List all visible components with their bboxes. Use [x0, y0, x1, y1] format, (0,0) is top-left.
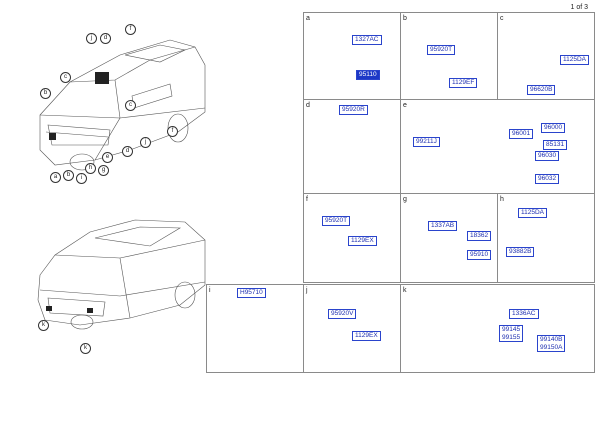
- part-tag-a-2-selected[interactable]: 95110: [356, 70, 380, 80]
- callout-front-c[interactable]: c: [60, 72, 71, 83]
- cell-c-label: c: [500, 15, 504, 22]
- callout-front-c2[interactable]: c: [125, 100, 136, 111]
- part-tag-b-1[interactable]: 95920T: [427, 45, 456, 55]
- callout-front-j[interactable]: j: [86, 33, 97, 44]
- cell-a: a 1327AC 95110: [303, 12, 401, 100]
- part-tag-b-2[interactable]: 1129EF: [449, 78, 478, 88]
- part-tag-e-1[interactable]: 99211J: [413, 137, 440, 147]
- page-indicator: 1 of 3: [570, 4, 588, 11]
- cell-a-label: a: [306, 15, 310, 22]
- callout-front-a[interactable]: a: [50, 172, 61, 183]
- part-tag-f-1[interactable]: 95920T: [322, 216, 351, 226]
- callout-front-b[interactable]: b: [40, 88, 51, 99]
- part-tag-k-3[interactable]: 99140B 99150A: [537, 335, 566, 352]
- part-tag-k-2[interactable]: 99145 99155: [499, 325, 524, 342]
- part-tag-k-1[interactable]: 1336AC: [509, 309, 539, 319]
- cell-f: f 95920T 1129EX: [303, 193, 401, 283]
- callout-front-e[interactable]: e: [102, 152, 113, 163]
- cell-e: e 99211J 96001 96000 85131 96030 96032: [400, 99, 595, 194]
- part-tag-e-5[interactable]: 96030: [535, 151, 560, 161]
- part-tag-e-6[interactable]: 96032: [535, 174, 560, 184]
- cell-e-label: e: [403, 102, 407, 109]
- cell-b-label: b: [403, 15, 407, 22]
- cell-i: i H95710: [206, 284, 304, 373]
- callout-front-d2[interactable]: d: [122, 146, 133, 157]
- part-tag-h-2[interactable]: 93882B: [506, 247, 535, 257]
- cell-d: d 95920R: [303, 99, 401, 194]
- cell-f-label: f: [306, 196, 308, 203]
- rear-car-illustration: [37, 219, 206, 330]
- part-tag-a-1[interactable]: 1327AC: [352, 35, 382, 45]
- cell-j: j 95920V 1129EX: [303, 284, 401, 373]
- part-tag-c-2[interactable]: 96620B: [527, 85, 556, 95]
- part-tag-f-2[interactable]: 1129EX: [348, 236, 377, 246]
- part-tag-j-1[interactable]: 95920V: [328, 309, 357, 319]
- part-tag-i-1[interactable]: H95710: [237, 288, 266, 298]
- callout-rear-k2[interactable]: k: [80, 343, 91, 354]
- cell-i-label: i: [209, 287, 211, 294]
- part-tag-e-2[interactable]: 96001: [509, 129, 534, 139]
- part-tag-d-1[interactable]: 95920R: [339, 105, 368, 115]
- callout-rear-k[interactable]: k: [38, 320, 49, 331]
- callout-front-j2[interactable]: j: [140, 137, 151, 148]
- part-tag-g-3[interactable]: 95910: [467, 250, 492, 260]
- callout-front-h[interactable]: h: [85, 163, 96, 174]
- part-tag-g-2[interactable]: 18362: [467, 231, 492, 241]
- callout-front-f[interactable]: f: [125, 24, 136, 35]
- part-tag-j-2[interactable]: 1129EX: [352, 331, 381, 341]
- cell-h: h 1125DA 93882B: [497, 193, 595, 283]
- part-tag-e-4[interactable]: 85131: [543, 140, 568, 150]
- cell-d-label: d: [306, 102, 310, 109]
- callout-front-g[interactable]: g: [98, 165, 109, 176]
- cell-g-label: g: [403, 196, 407, 203]
- cell-g: g 1337AB 18362 95910: [400, 193, 498, 283]
- cell-k-label: k: [403, 287, 407, 294]
- callout-front-i[interactable]: i: [76, 173, 87, 184]
- part-tag-c-1[interactable]: 1125DA: [560, 55, 590, 65]
- cell-h-label: h: [500, 196, 504, 203]
- part-tag-g-1[interactable]: 1337AB: [428, 221, 458, 231]
- callout-front-b2[interactable]: b: [63, 170, 74, 181]
- part-tag-e-3[interactable]: 96000: [541, 123, 566, 133]
- cell-j-label: j: [306, 287, 308, 294]
- cell-k: k 1336AC 99145 99155 99140B 99150A: [400, 284, 595, 373]
- cell-b: b 95920T 1129EF: [400, 12, 498, 100]
- callout-front-d[interactable]: d: [100, 33, 111, 44]
- part-tag-h-1[interactable]: 1125DA: [518, 208, 548, 218]
- callout-front-f2[interactable]: f: [167, 126, 178, 137]
- cell-c: c 1125DA 96620B: [497, 12, 595, 100]
